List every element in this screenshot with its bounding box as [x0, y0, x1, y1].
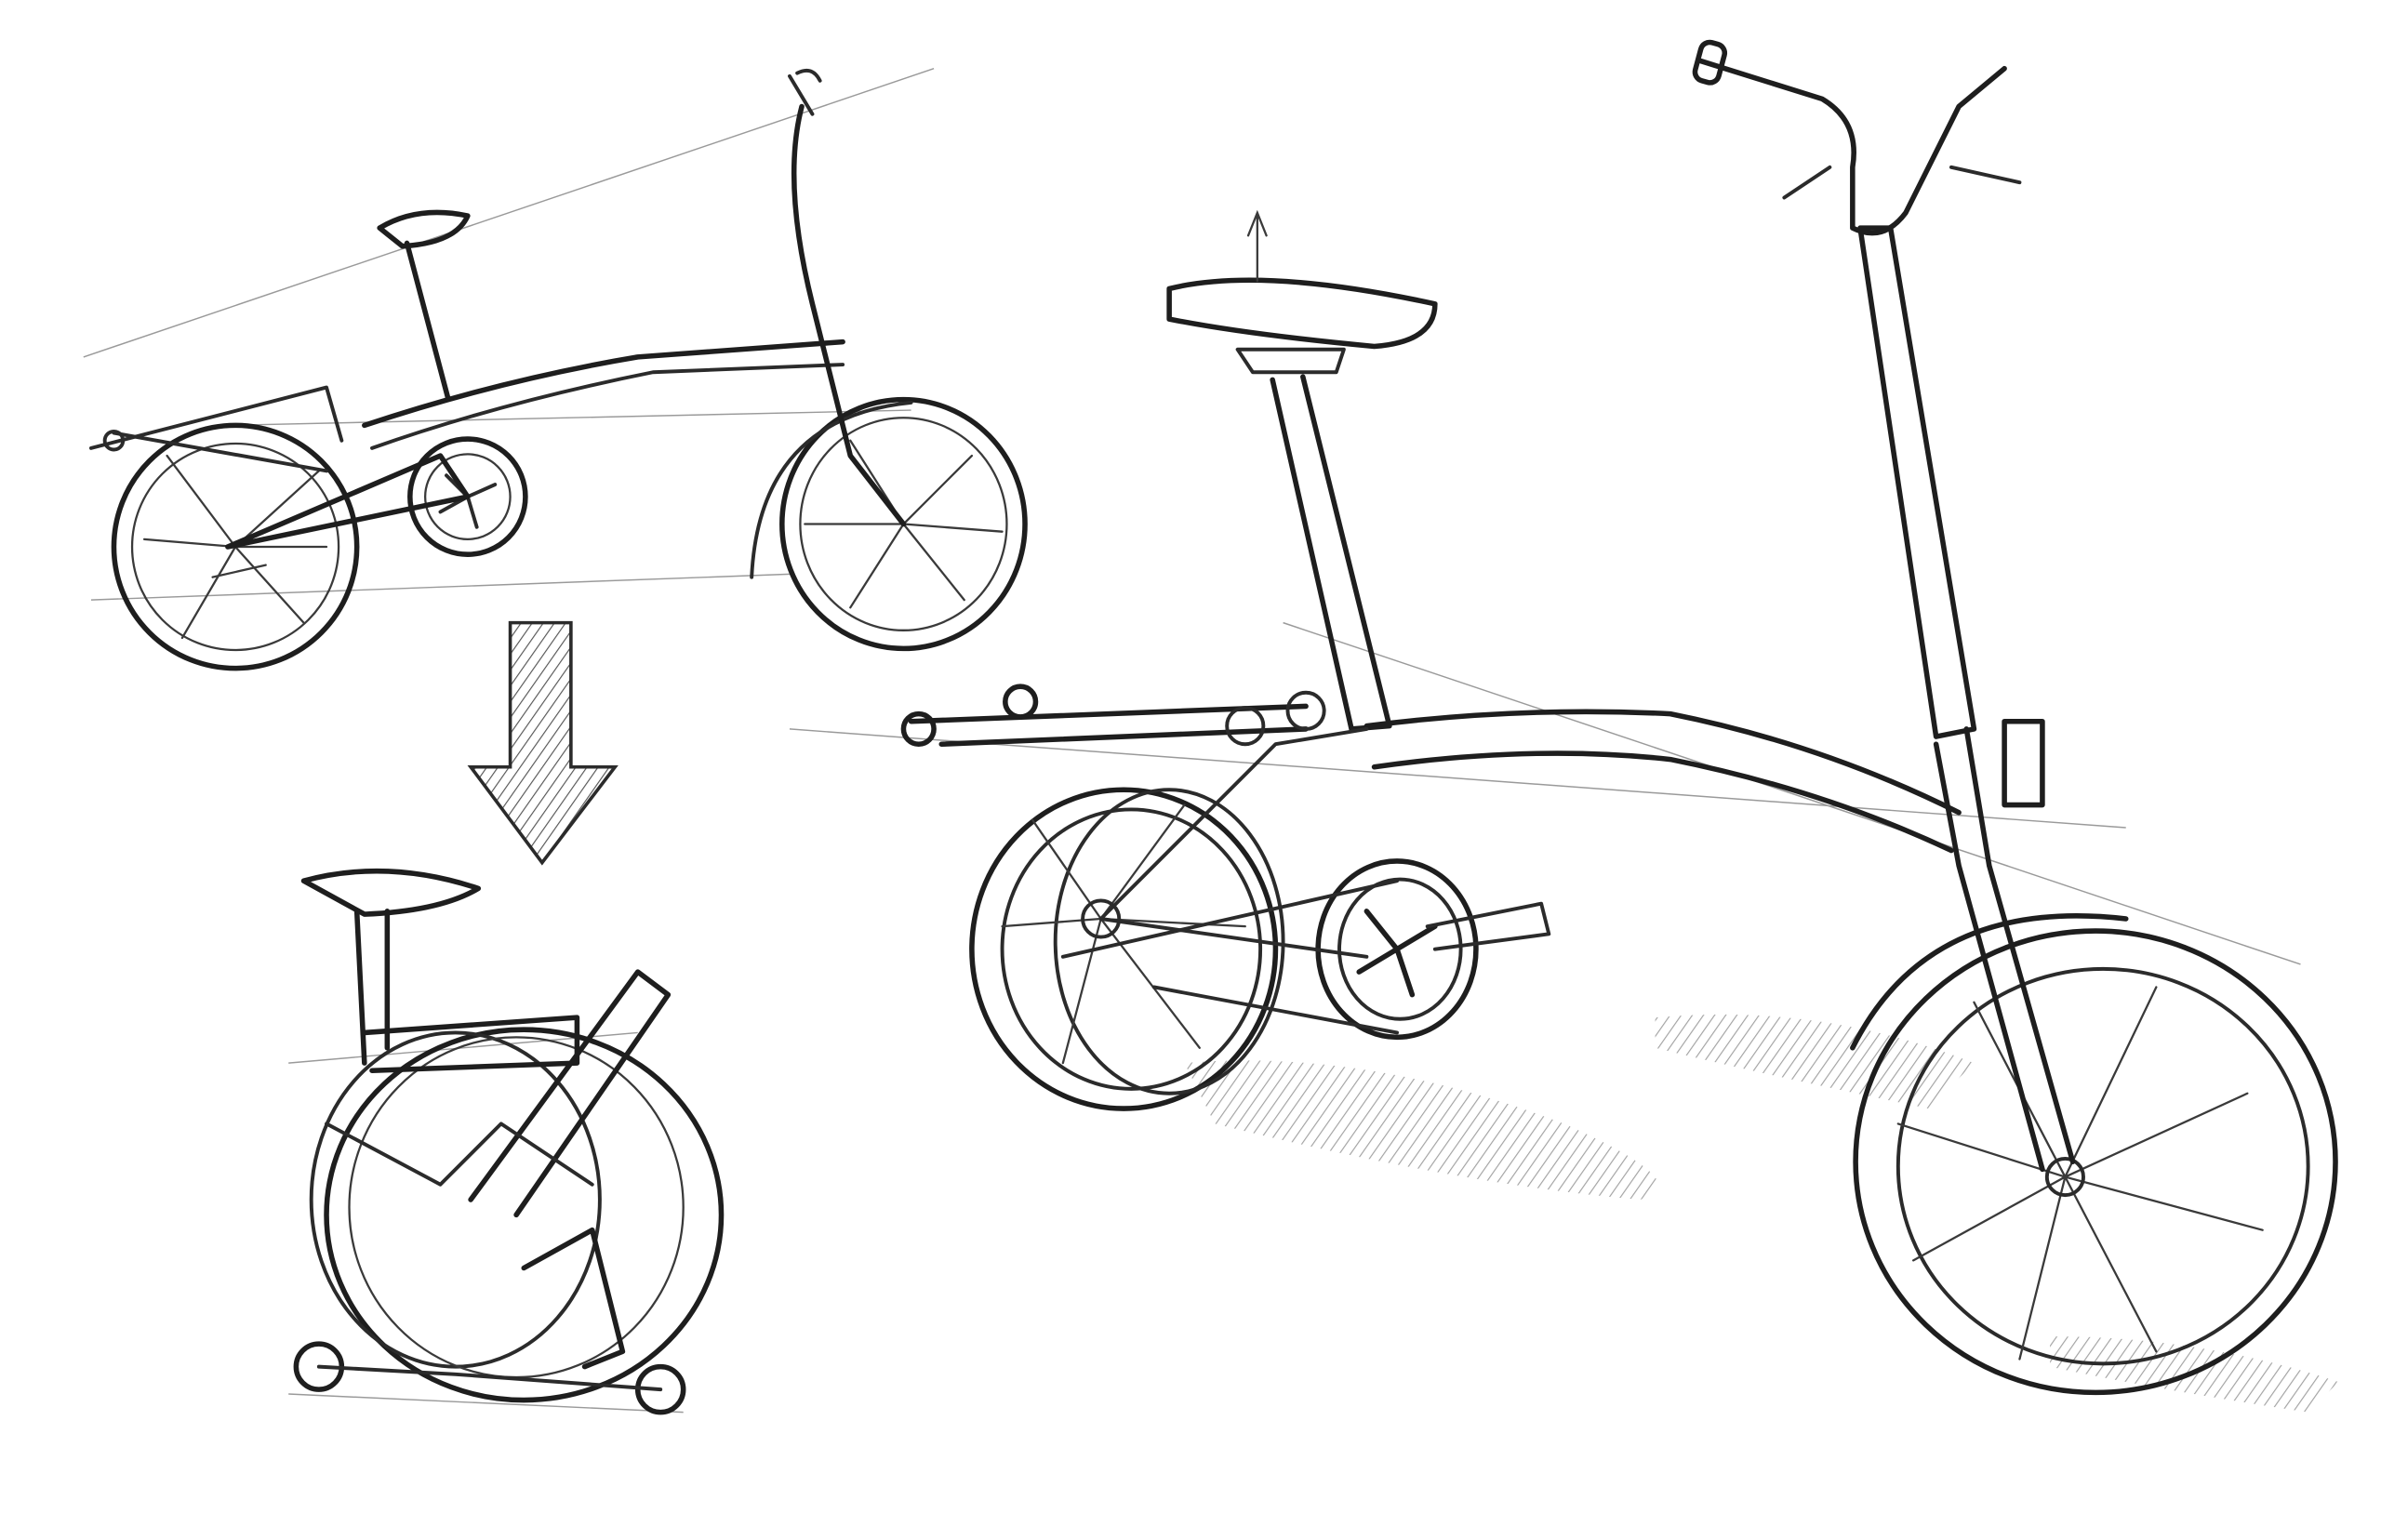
side-view-bike	[89, 68, 1028, 671]
chainring	[1315, 858, 1551, 1041]
rear-wheel	[969, 787, 1285, 1111]
side-view-rear-wheel	[111, 422, 360, 671]
frame	[900, 39, 2076, 1173]
side-view-frame	[89, 68, 907, 578]
fold-down-arrow-icon	[467, 620, 619, 866]
folded-bike	[293, 868, 725, 1415]
front-wheel	[1850, 913, 2338, 1396]
perspective-bike	[900, 39, 2338, 1396]
side-view-front-wheel	[750, 396, 1028, 652]
side-view-chainring	[407, 436, 528, 557]
